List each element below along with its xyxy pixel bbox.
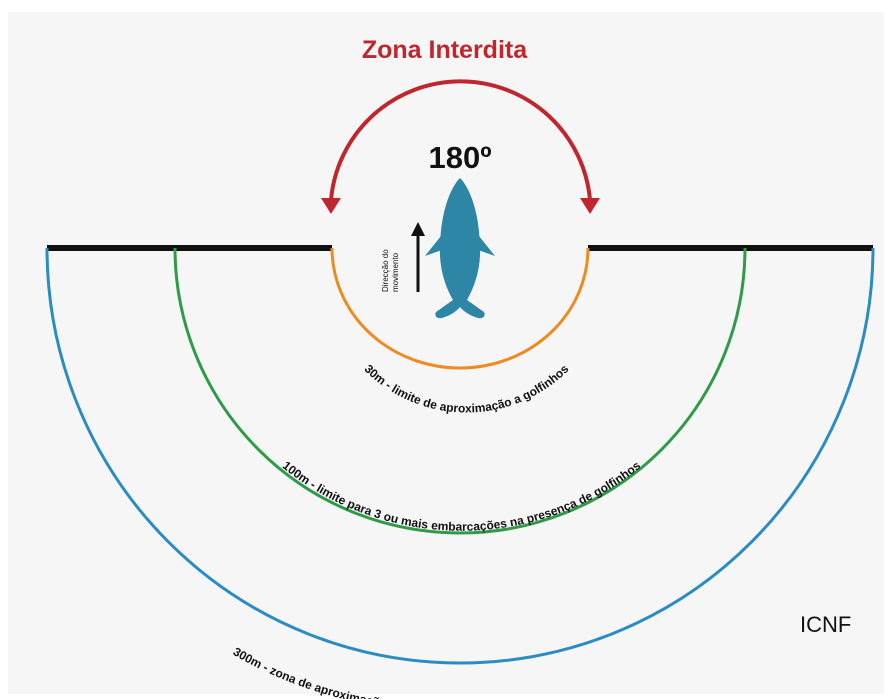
angle-label: 180º bbox=[428, 140, 492, 175]
zone-30m-label: 30m - limite de aproximação a golfinhos bbox=[362, 362, 572, 416]
forbidden-zone-title: Zona Interdita bbox=[361, 36, 528, 64]
zone-100m-label-path: 100m - limite para 3 ou mais embarcações… bbox=[280, 458, 643, 534]
forbidden-arc-left-arrowhead bbox=[321, 198, 341, 214]
diagram-background bbox=[8, 12, 884, 694]
zone-100m-arc bbox=[173, 247, 747, 535]
zone-100m-label: 100m - limite para 3 ou mais embarcações… bbox=[280, 458, 643, 534]
dolphin-icon bbox=[425, 178, 495, 319]
direction-arrow-head bbox=[411, 222, 425, 236]
zone-30m-label-path: 30m - limite de aproximação a golfinhos bbox=[362, 362, 572, 416]
zone-30m-arc bbox=[330, 247, 590, 370]
direction-label-line-1: Direcção do bbox=[381, 249, 390, 292]
forbidden-zone-arc bbox=[329, 79, 592, 201]
source-credit: ICNF bbox=[800, 612, 852, 637]
forbidden-arc-right-arrowhead bbox=[580, 198, 600, 214]
direction-label-line-2: movimento bbox=[391, 252, 400, 292]
zone-300m-arc bbox=[45, 247, 875, 665]
